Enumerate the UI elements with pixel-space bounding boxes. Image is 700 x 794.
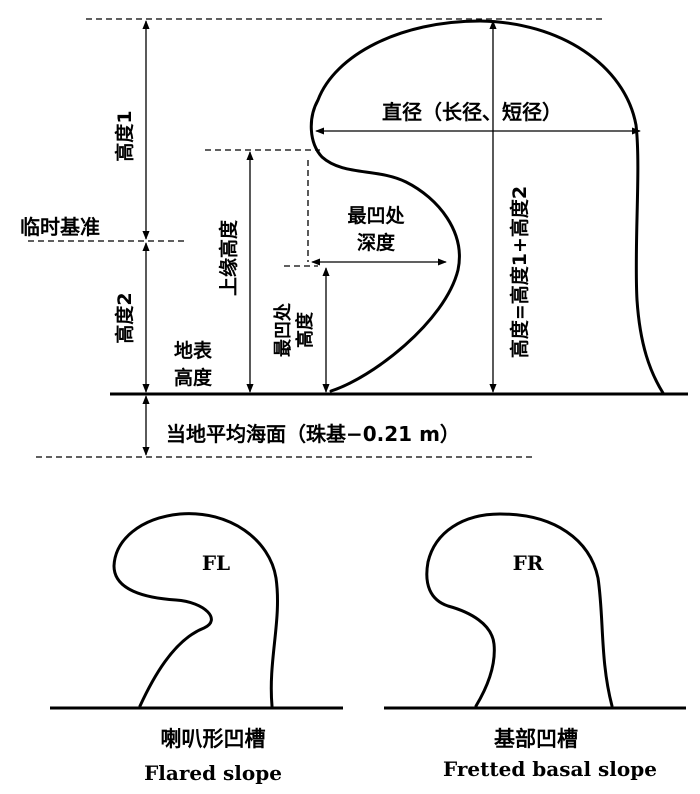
height1-label: 高度1 (113, 110, 136, 161)
rock-outline (309, 19, 665, 395)
notch-depth-label-line1: 最凹处 (347, 204, 405, 227)
fretted-slope-name-en: Fretted basal slope (443, 757, 657, 781)
surface-height-label-line1: 地表 (174, 339, 213, 362)
flared-slope-name-en: Flared slope (144, 761, 282, 785)
total-height-label: 高度=高度1+高度2 (508, 186, 531, 358)
fretted-slope-name-zh: 基部凹槽 (494, 727, 578, 751)
notch-height-label-line1: 最凹处 (272, 302, 294, 357)
top-diagram: 高度1 临时基准 高度2 地表 高度 上缘高度 最凹处 高度 最凹处 深度 直径… (20, 18, 688, 458)
upper-edge-height-label: 上缘高度 (217, 219, 240, 296)
fl-code-label: FL (202, 551, 230, 575)
temporary-datum-label: 临时基准 (20, 215, 100, 239)
diameter-label: 直径（长径、短径） (382, 100, 562, 124)
surface-height-label-line2: 高度 (174, 366, 213, 389)
mean-sea-level-label: 当地平均海面（珠基−0.21 m） (166, 422, 460, 446)
fretted-basal-slope-outline (425, 512, 614, 708)
bottom-left-diagram: FL 喇叭形凹槽 Flared slope (50, 512, 343, 785)
height2-label: 高度2 (113, 292, 136, 343)
notch-depth-label-line2: 深度 (357, 231, 396, 254)
notch-height-label-line2: 高度 (294, 311, 316, 348)
flared-slope-outline (112, 512, 280, 708)
bottom-right-diagram: FR 基部凹槽 Fretted basal slope (384, 512, 686, 781)
flared-slope-name-zh: 喇叭形凹槽 (161, 727, 266, 751)
fr-code-label: FR (513, 551, 544, 575)
